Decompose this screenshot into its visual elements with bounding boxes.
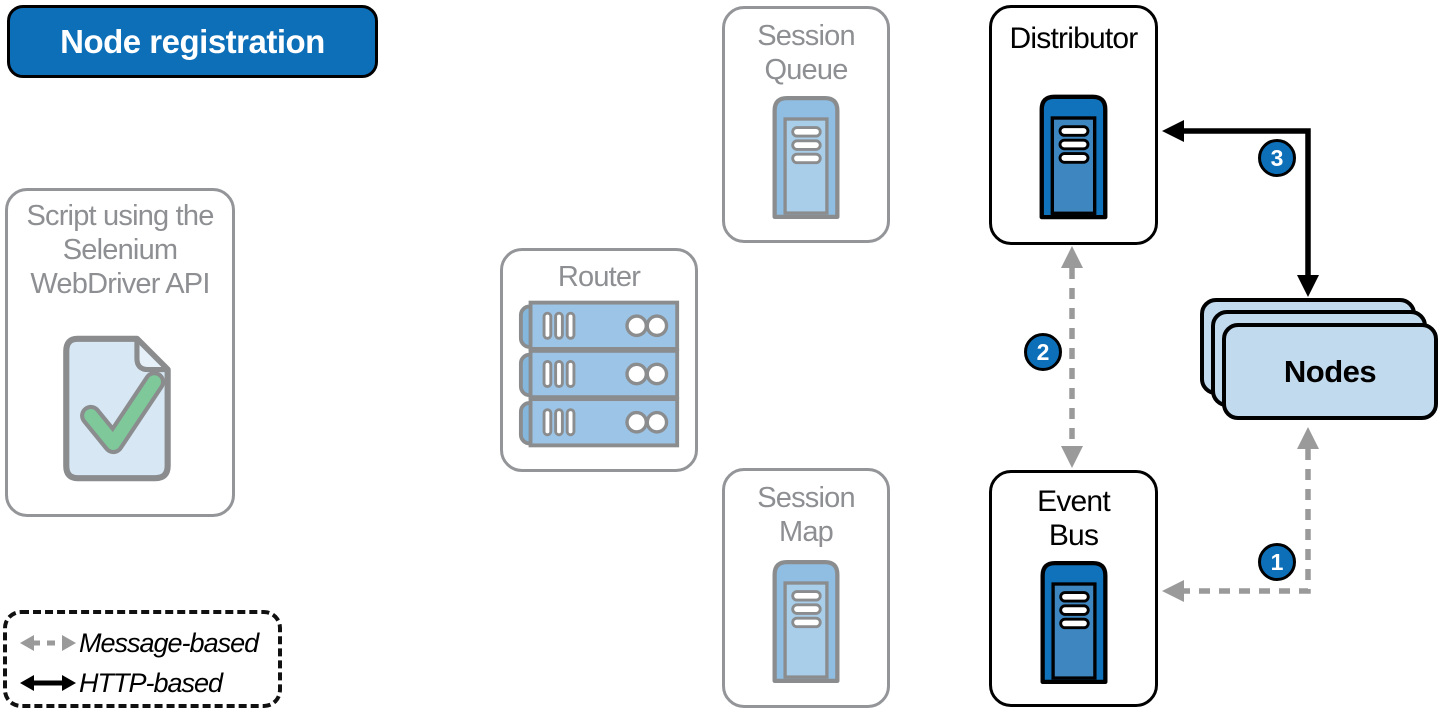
- server-rack-icon-router: [518, 300, 680, 448]
- session-queue-label-line2: Queue: [764, 54, 848, 86]
- legend-item-message-based: Message-based: [19, 623, 278, 663]
- server-tower-icon-session-map: [772, 559, 840, 683]
- arrow-nodes-eventbus: [1162, 427, 1319, 602]
- script-label-line2: Selenium: [62, 234, 178, 266]
- legend-label-http-based: HTTP-based: [79, 667, 223, 698]
- diagram-title: Node registration: [7, 5, 378, 78]
- step-badge-3: 3: [1258, 139, 1296, 177]
- step-badge-2-number: 2: [1036, 338, 1050, 365]
- server-tower-icon-session-queue: [772, 95, 840, 219]
- session-queue-label-line1: Session: [757, 20, 855, 52]
- legend: Message-based HTTP-based: [3, 610, 282, 708]
- arrow-distributor-eventbus: [1061, 246, 1083, 468]
- solid-double-arrow-icon: [20, 675, 76, 691]
- event-bus-label-line2: Bus: [1048, 519, 1099, 552]
- nodes-label: Nodes: [1283, 353, 1377, 389]
- session-map-label: Session Map: [725, 471, 887, 549]
- router-label-text: Router: [557, 261, 641, 293]
- legend-label-message-based: Message-based: [79, 627, 259, 658]
- session-queue-label: Session Queue: [725, 9, 887, 87]
- dashed-double-arrow-icon: [20, 635, 76, 651]
- server-tower-icon-distributor: [1039, 94, 1108, 220]
- script-label-line1: Script using the: [26, 200, 214, 232]
- session-map-label-line2: Map: [778, 516, 834, 548]
- legend-item-http-based: HTTP-based: [19, 663, 278, 703]
- event-bus-label: Event Bus: [992, 473, 1155, 553]
- server-tower-icon-event-bus: [1040, 560, 1108, 684]
- step-badge-3-number: 3: [1270, 144, 1284, 171]
- router-label: Router: [503, 251, 695, 294]
- session-map-label-line1: Session: [757, 482, 855, 514]
- distributor-label-text: Distributor: [1009, 22, 1139, 55]
- component-nodes: Nodes: [1222, 323, 1438, 420]
- script-label-line3: WebDriver API: [30, 268, 210, 300]
- document-check-icon: [63, 335, 171, 482]
- step-badge-2: 2: [1024, 333, 1062, 371]
- step-badge-1: 1: [1258, 543, 1296, 581]
- arrow-distributor-nodes: [1162, 120, 1319, 297]
- distributor-label: Distributor: [992, 8, 1155, 56]
- script-label: Script using the Selenium WebDriver API: [8, 191, 232, 301]
- step-badge-1-number: 1: [1270, 548, 1284, 575]
- event-bus-label-line1: Event: [1037, 485, 1111, 518]
